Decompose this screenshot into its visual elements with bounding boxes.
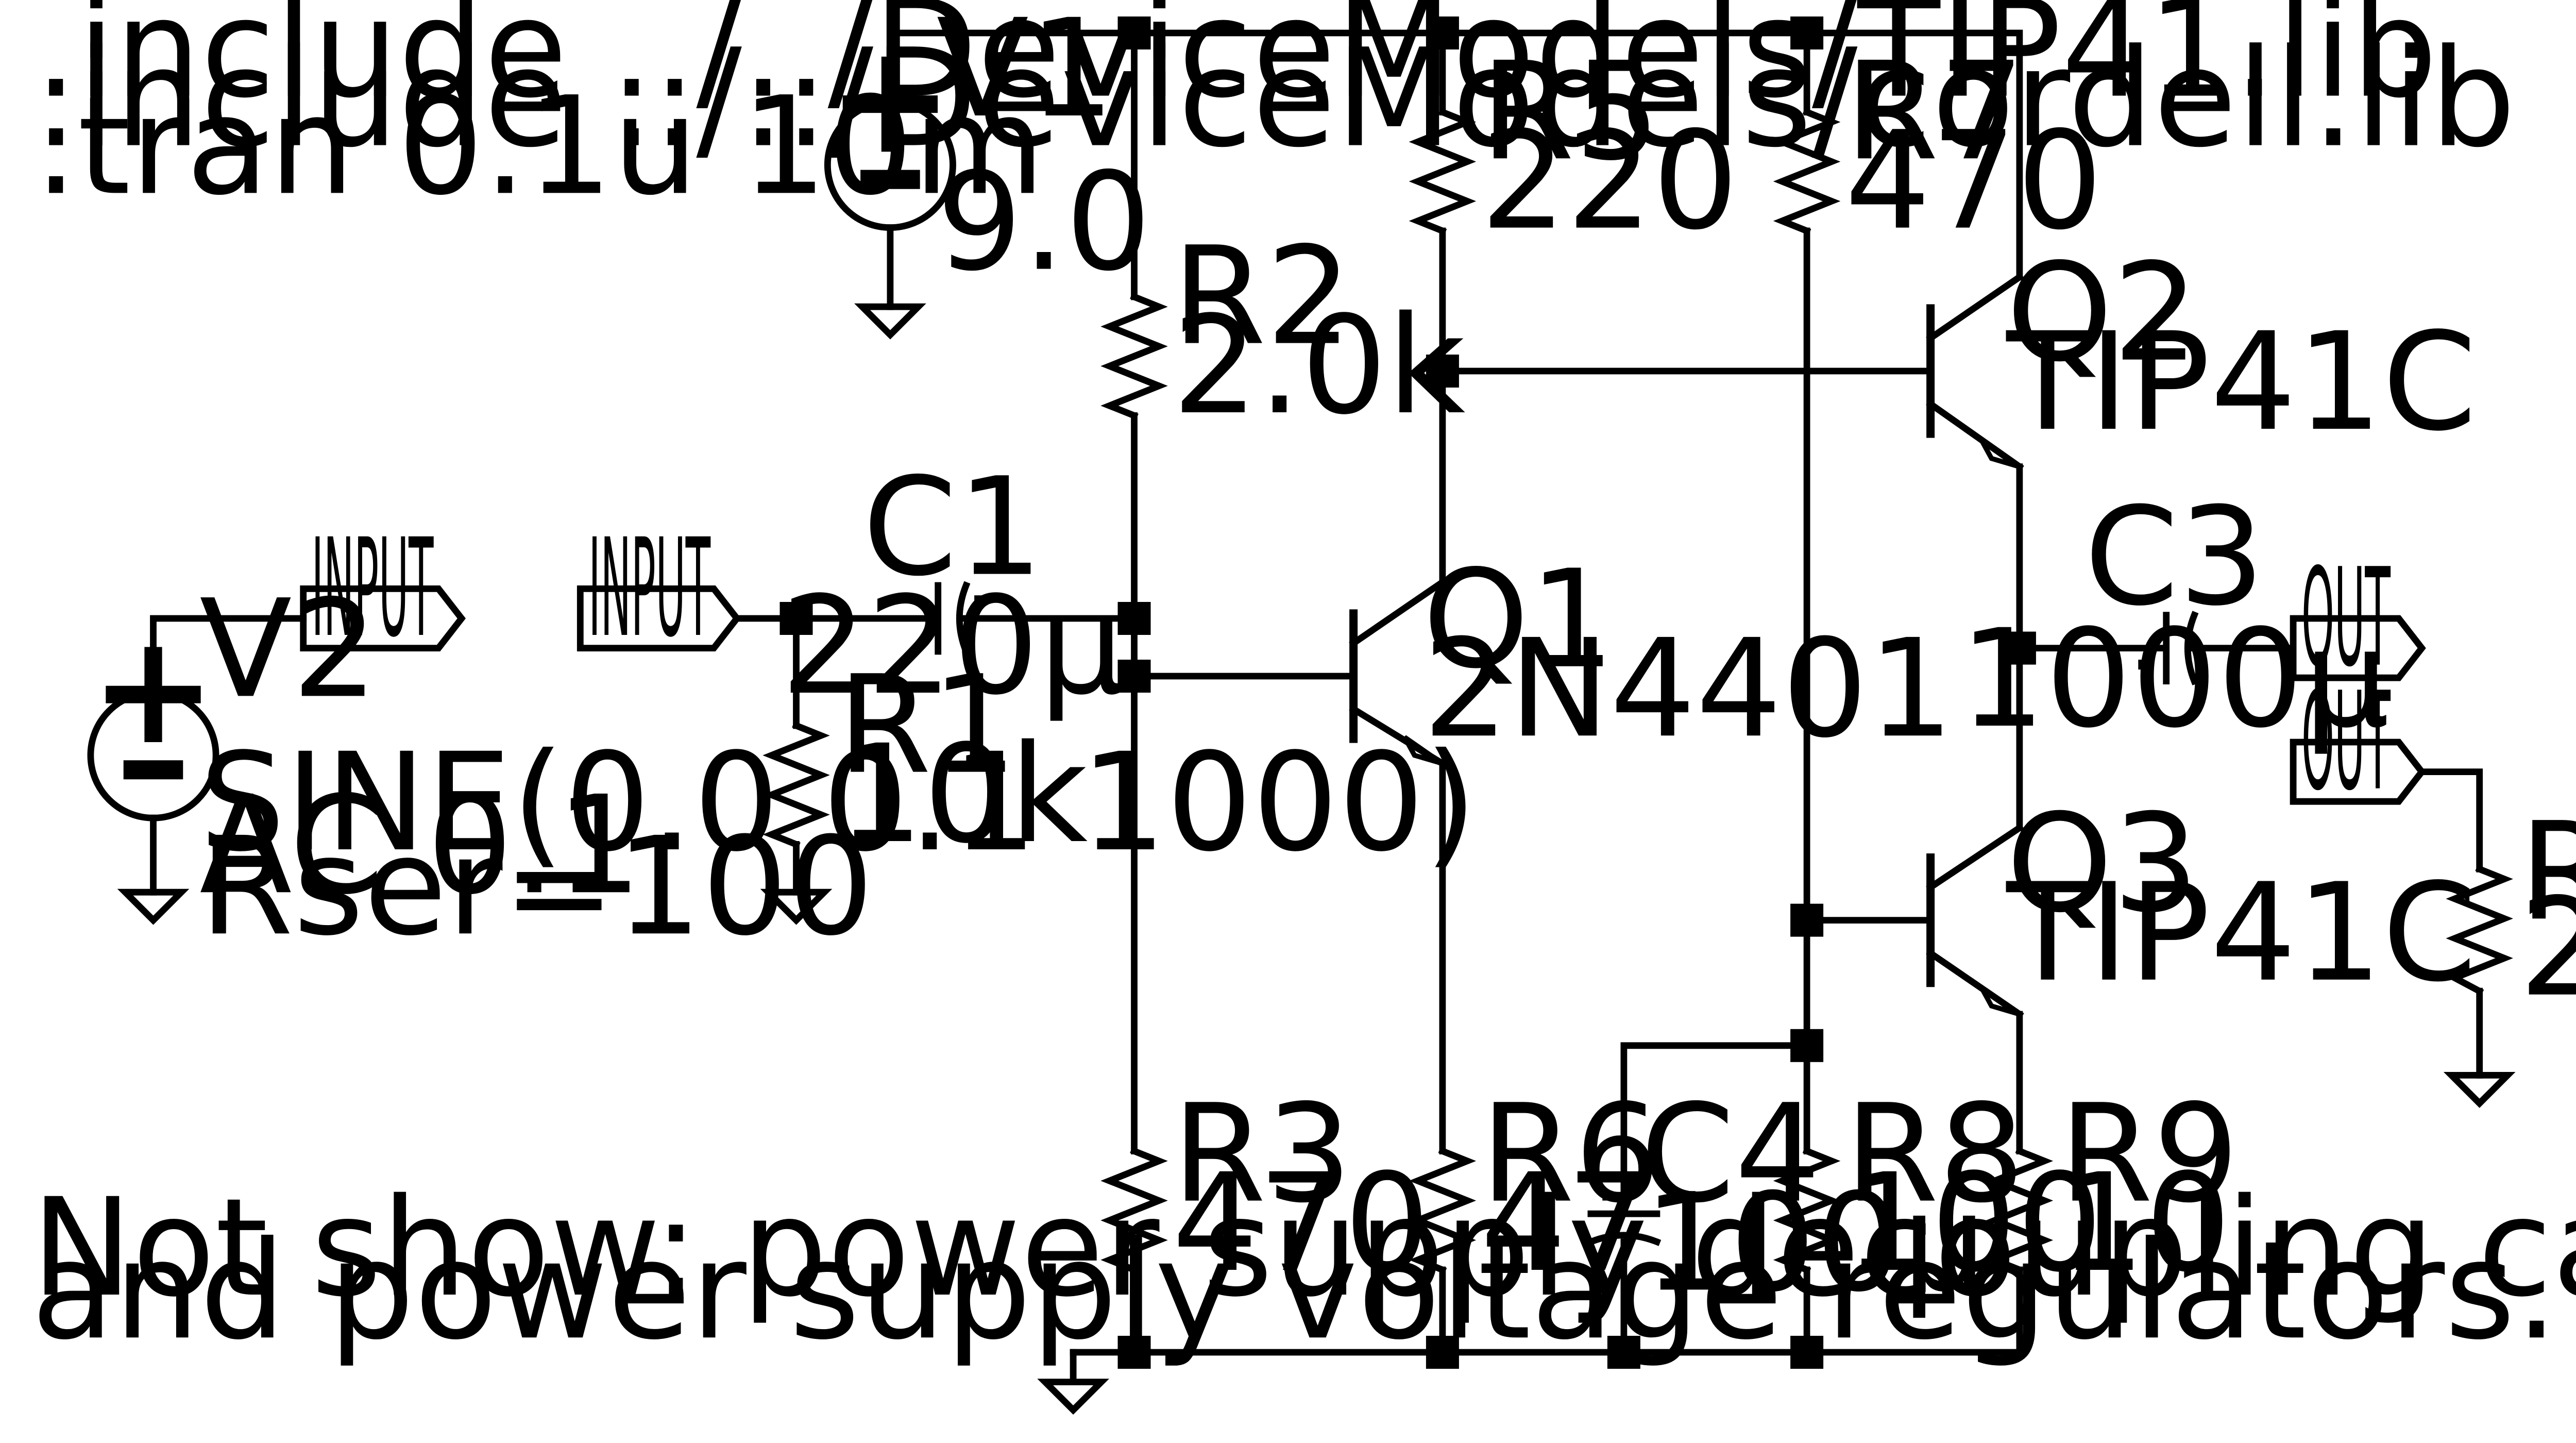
net-flag-input-amp bbox=[577, 585, 741, 651]
capacitor-c1 bbox=[935, 581, 971, 656]
voltage-source-v1 bbox=[824, 99, 956, 231]
voltage-source-v2 bbox=[87, 689, 219, 821]
r7-name: R7 bbox=[1845, 32, 2025, 190]
q3-name: Q3 bbox=[2006, 784, 2198, 942]
q2-name: Q2 bbox=[2006, 234, 2198, 392]
q1-value: 2N4401 bbox=[1423, 610, 1954, 767]
net-flag-input-source bbox=[300, 585, 466, 651]
c1-value: 220µ bbox=[781, 567, 1125, 725]
resistor-r9 bbox=[1986, 1147, 2054, 1274]
wire-supply-rail bbox=[887, 29, 2023, 280]
r7-value: 470 bbox=[1845, 102, 2103, 260]
c1-name: C1 bbox=[862, 448, 1043, 606]
spice-directive: .include ../../DeviceModels/cordell.lib bbox=[35, 20, 2516, 177]
capacitor-c3 bbox=[2163, 611, 2199, 685]
junction-dot bbox=[1117, 16, 1151, 49]
junction-dots bbox=[779, 16, 2148, 1369]
v1-value: 9.0 bbox=[937, 143, 1151, 301]
junction-dot bbox=[1607, 1336, 1640, 1369]
q3-value: TIP41C bbox=[2004, 854, 2477, 1012]
junction-dot bbox=[1790, 16, 1824, 49]
schematic-note: and power supply voltage regulators. bbox=[31, 1212, 2558, 1369]
transistor-q2 bbox=[1926, 272, 2024, 472]
r1-name: R1 bbox=[838, 646, 1018, 804]
junction-dot bbox=[1117, 1336, 1151, 1369]
spice-directive: .include ../../DeviceModels/TIP41.lib bbox=[35, 0, 2437, 128]
v1-name: V1 bbox=[937, 0, 1115, 147]
wire-rl-top bbox=[2418, 768, 2483, 872]
c4-name: C4 bbox=[1640, 1075, 1821, 1233]
resistor-r3 bbox=[1100, 1147, 1168, 1274]
net-label-input: INPUT bbox=[588, 509, 711, 667]
v2-plus-sign: + bbox=[90, 602, 217, 778]
ground-symbol-rl bbox=[2443, 1072, 2516, 1108]
r5-name: R5 bbox=[1481, 32, 1660, 190]
net-label-out: OUT bbox=[2301, 663, 2391, 820]
resistor-r5 bbox=[1409, 108, 1477, 236]
wire-c4-top bbox=[1620, 1042, 1810, 1212]
r8-value: 100 bbox=[1845, 1144, 2103, 1302]
v1-plus-sign: + bbox=[827, 11, 954, 188]
capacitor-c4 bbox=[1586, 1210, 1662, 1246]
r9-value: 10 bbox=[2059, 1144, 2231, 1302]
junction-dot bbox=[1426, 1336, 1459, 1369]
schematic-note: Not show: power supply decoupling capaci… bbox=[31, 1169, 2576, 1327]
transistor-q1 bbox=[1349, 577, 1447, 768]
r2-name: R2 bbox=[1172, 217, 1352, 375]
ground-symbol-v1 bbox=[854, 303, 926, 340]
net-flag-out-amp bbox=[2290, 615, 2426, 681]
r8-name: R8 bbox=[1845, 1075, 2025, 1233]
r6-value: 47 bbox=[1481, 1144, 1653, 1302]
r1-value: 10k bbox=[838, 715, 1088, 873]
ground-symbol-main bbox=[1037, 1379, 1109, 1415]
wire-v2-top bbox=[150, 615, 307, 696]
c4-value: 100µ bbox=[1643, 1164, 1988, 1321]
junction-dot bbox=[1117, 660, 1151, 693]
junction-dot bbox=[2003, 631, 2036, 665]
v2-value: SINE(0.0 0.1 1000) bbox=[199, 724, 1477, 881]
v2-value: Rser=100 bbox=[199, 808, 874, 965]
junction-dot bbox=[1426, 355, 1459, 388]
capacitor-c3-polarity-mark bbox=[2138, 660, 2148, 670]
junction-dot bbox=[1790, 903, 1824, 937]
ground-symbol-r1 bbox=[760, 888, 833, 925]
v2-minus-sign: – bbox=[115, 671, 191, 847]
r2-value: 2.0k bbox=[1172, 287, 1465, 444]
ground-symbol-v2 bbox=[117, 888, 190, 925]
junction-dot bbox=[1117, 602, 1151, 635]
v2-value: AC 0.1 bbox=[199, 766, 642, 924]
c3-name: C3 bbox=[2084, 478, 2265, 635]
capacitor-c1-polarity-mark bbox=[974, 595, 985, 606]
q1-name: Q1 bbox=[1423, 541, 1615, 698]
r5-value: 220 bbox=[1481, 102, 1739, 260]
c3-value: 1000µ bbox=[1959, 600, 2389, 758]
resistor-r7 bbox=[1773, 108, 1841, 236]
junction-dot bbox=[1790, 1029, 1824, 1062]
net-label-input: INPUT bbox=[312, 509, 434, 667]
resistor-rl bbox=[2446, 865, 2513, 996]
capacitor-c4-polarity-mark bbox=[1602, 1190, 1613, 1201]
r3-value: 470 bbox=[1172, 1144, 1430, 1302]
v1-minus-sign: – bbox=[852, 81, 928, 257]
junction-dot bbox=[779, 602, 813, 635]
net-label-out: OUT bbox=[2301, 539, 2391, 697]
r9-name: R9 bbox=[2059, 1075, 2239, 1233]
resistor-r6 bbox=[1409, 1147, 1477, 1274]
r3-name: R3 bbox=[1172, 1075, 1352, 1233]
junction-dot bbox=[1790, 1336, 1824, 1369]
transistor-q3 bbox=[1926, 823, 2024, 1019]
net-flag-out-load bbox=[2290, 739, 2426, 805]
resistor-r8 bbox=[1773, 1147, 1841, 1274]
r6-name: R6 bbox=[1481, 1075, 1660, 1233]
spice-directive: .tran 0.1u 10m bbox=[35, 67, 1045, 225]
resistor-r2 bbox=[1100, 292, 1168, 420]
junction-dot bbox=[1426, 16, 1459, 49]
q2-value: TIP41C bbox=[2004, 303, 2477, 461]
rl-value: 25 bbox=[2519, 869, 2576, 1027]
v2-name: V2 bbox=[199, 570, 378, 728]
resistor-r1 bbox=[762, 721, 830, 849]
rl-name: RL bbox=[2519, 793, 2576, 950]
